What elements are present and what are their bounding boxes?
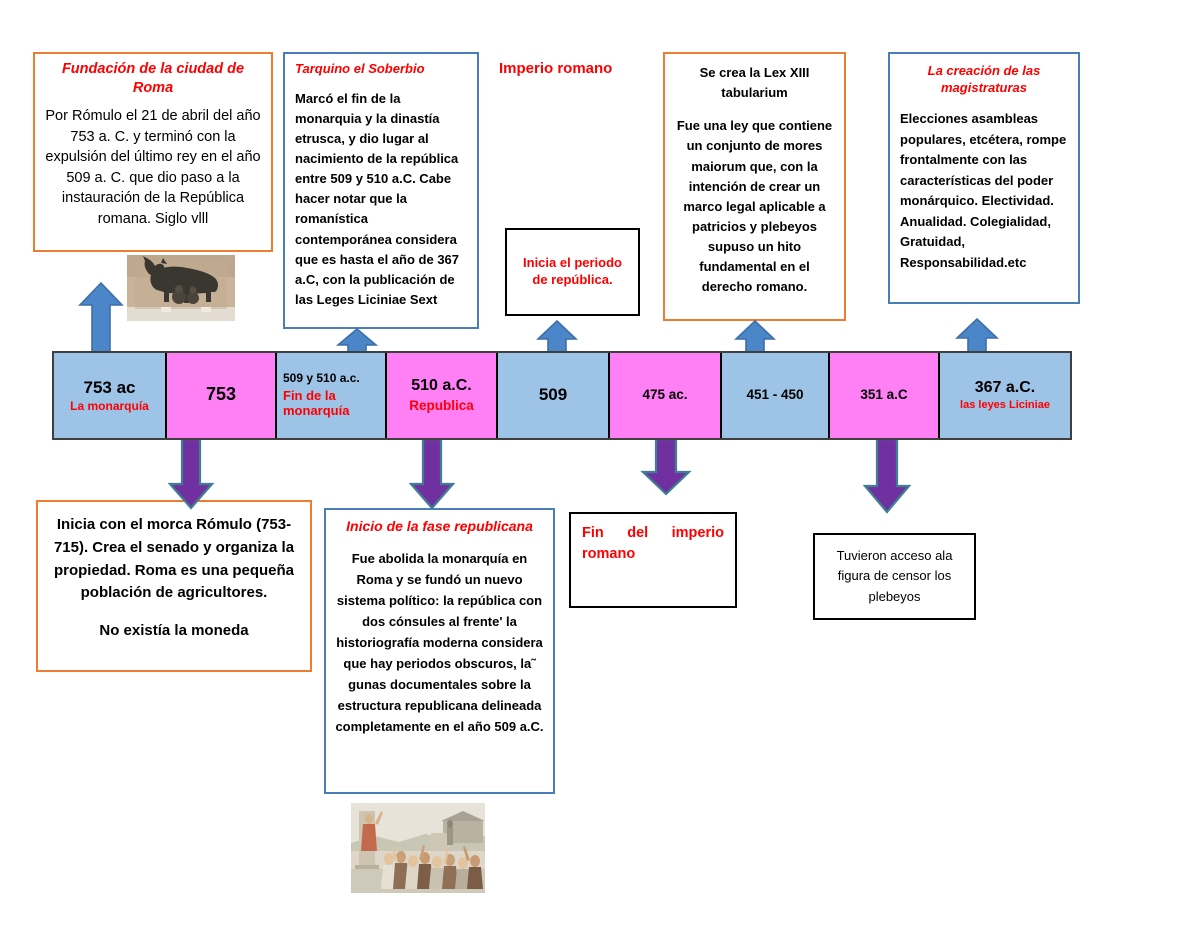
timeline-cell-year: 509 [538, 384, 568, 404]
info-box-tarquino: Tarquino el Soberbio Marcó el fin de la … [283, 52, 479, 329]
timeline-cell-1[interactable]: 753 [167, 353, 277, 438]
timeline-cell-year: 475 ac. [642, 386, 688, 402]
timeline-cell-sub: Fin de la monarquía [283, 387, 350, 419]
box-title-tarquino: Tarquino el Soberbio [295, 61, 425, 76]
info-box-fin-imperio: Fin del imperio romano [569, 512, 737, 608]
box-body-fase-republicana: Fue abolida la monarquía en Roma y se fu… [335, 550, 544, 735]
info-box-lex-tabularium: Se crea la Lex XIII tabularium Fue una l… [663, 52, 846, 321]
roman-assembly-image [351, 803, 485, 893]
timeline-cell-sub: las leyes Liciniae [960, 399, 1050, 412]
arrow-up-fundacion [78, 281, 124, 353]
box-title-inicia-republica: Inicia el periodo de república. [523, 255, 622, 287]
arrow-down-romulo [168, 438, 214, 510]
timeline-cell-4[interactable]: 509 [498, 353, 610, 438]
timeline-cell-year: 509 y 510 a.c. [283, 371, 360, 385]
timeline-cell-year: 510 a.C. [411, 377, 472, 395]
timeline-cell-year: 367 a.C. [974, 378, 1036, 396]
lex-detail: Fue una ley que contiene un conjunto de … [676, 118, 833, 295]
timeline-cell-sub: Republica [409, 397, 474, 413]
info-box-magistraturas: La creación de las magistraturas Eleccio… [888, 52, 1080, 304]
timeline-cell-year: 451 - 450 [746, 386, 804, 402]
lex-heading: Se crea la Lex XIII tabularium [699, 65, 810, 101]
box-body-magistraturas: Elecciones asambleas populares, etcétera… [900, 111, 1067, 270]
timeline-cell-sub: La monarquía [70, 399, 149, 414]
arrow-down-fin-imperio [640, 438, 692, 496]
box-body-censor-plebeyos: Tuvieron acceso ala figura de censor los… [836, 548, 953, 604]
info-box-inicia-republica: Inicia el periodo de república. [505, 228, 640, 316]
label-imperio-romano: Imperio romano [499, 60, 613, 77]
timeline-cell-year: 753 [205, 384, 237, 405]
box-title-fase-republicana: Inicio de la fase republicana [346, 518, 533, 534]
box-title-magistraturas: La creación de las magistraturas [927, 63, 1041, 95]
timeline-cell-3[interactable]: 510 a.C. Republica [387, 353, 498, 438]
info-box-fundacion-roma: Fundación de la ciudad de Roma Por Rómul… [33, 52, 273, 252]
arrow-up-lex-tabularium [734, 320, 776, 354]
box-body-tarquino: Marcó el fin de la monarquia y la dinast… [295, 90, 460, 308]
timeline-cell-6[interactable]: 451 - 450 [722, 353, 830, 438]
arrow-down-fase-republicana [409, 438, 455, 510]
arrow-up-inicia-republica [536, 320, 578, 354]
timeline-cell-2[interactable]: 509 y 510 a.c. Fin de la monarquía [277, 353, 387, 438]
arrow-down-censor-plebeyos [862, 438, 912, 514]
info-box-romulo: Inicia con el morca Rómulo (753-715). Cr… [36, 500, 312, 672]
arrow-up-magistraturas [955, 318, 999, 354]
box-body-romulo: Inicia con el morca Rómulo (753-715). Cr… [52, 514, 296, 643]
timeline-cell-year: 753 ac [83, 377, 136, 397]
romulo-paragraph-2: No existía la moneda [99, 622, 249, 640]
info-box-fase-republicana: Inicio de la fase republicana Fue abolid… [324, 508, 555, 794]
box-body-fundacion: Por Rómulo el 21 de abril del año 753 a.… [45, 108, 261, 227]
box-title-fin-imperio: Fin del imperio romano [582, 525, 724, 563]
timeline-cell-7[interactable]: 351 a.C [830, 353, 940, 438]
info-box-censor-plebeyos: Tuvieron acceso ala figura de censor los… [813, 533, 976, 620]
romulo-paragraph-1: Inicia con el morca Rómulo (753-715). Cr… [53, 516, 295, 602]
timeline-cell-5[interactable]: 475 ac. [610, 353, 722, 438]
timeline-bar: 753 ac La monarquía 753 509 y 510 a.c. F… [52, 351, 1072, 440]
timeline-cell-8[interactable]: 367 a.C. las leyes Liciniae [940, 353, 1070, 438]
capitoline-wolf-image [127, 255, 235, 321]
timeline-cell-year: 351 a.C [860, 386, 908, 402]
arrow-up-tarquino [336, 328, 378, 354]
timeline-cell-0[interactable]: 753 ac La monarquía [54, 353, 167, 438]
box-title-fundacion: Fundación de la ciudad de Roma [61, 61, 245, 96]
box-body-lex-tabularium: Se crea la Lex XIII tabularium Fue una l… [673, 63, 836, 298]
